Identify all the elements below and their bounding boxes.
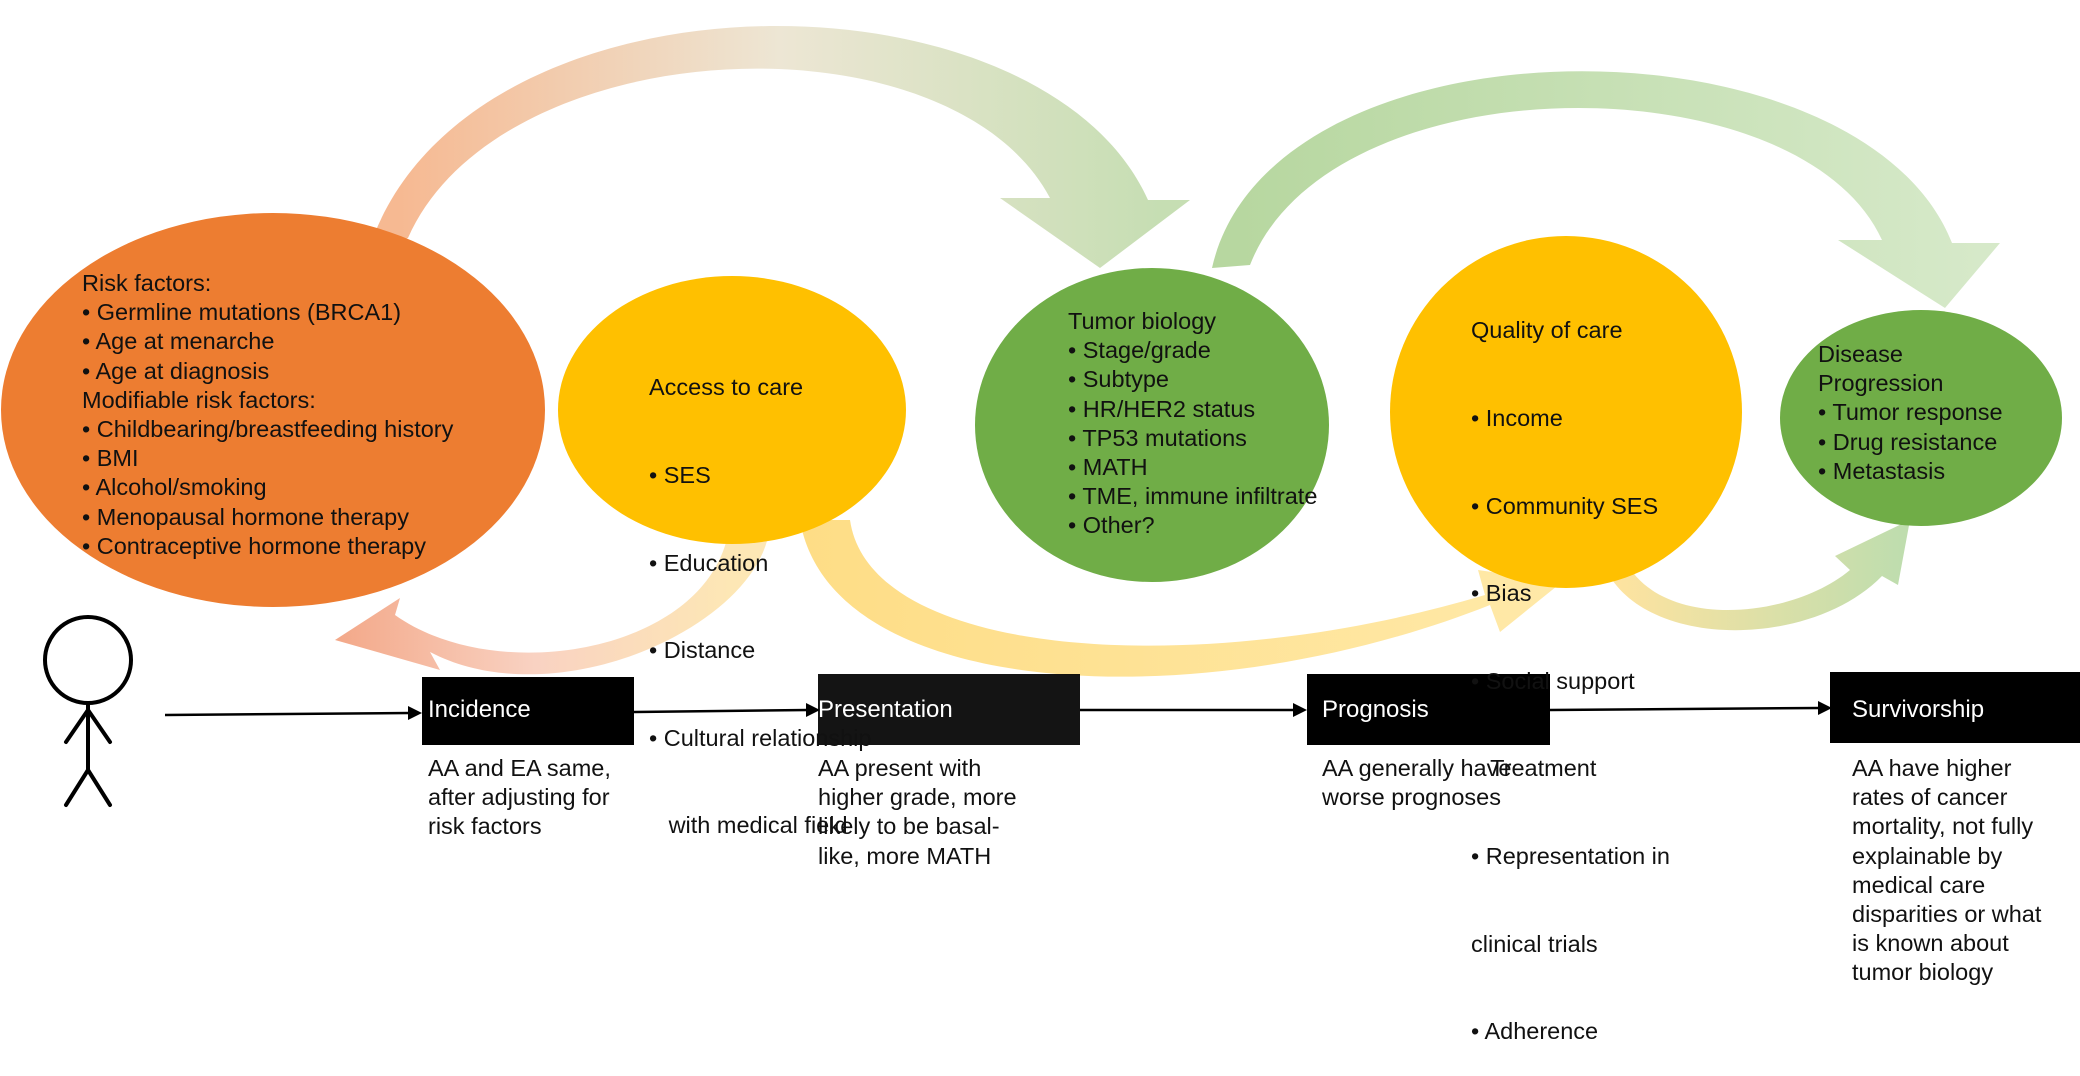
arc-arrow-quality-to-progression: [1604, 520, 1910, 631]
incidence-stage-box: [422, 677, 634, 745]
disease-progression-ellipse: [1780, 310, 2062, 526]
access-to-care-ellipse: [558, 276, 906, 544]
tumor-line: • MATH: [1068, 454, 1148, 481]
description-line: AA and EA same,: [428, 755, 611, 781]
risk-line: • Age at menarche: [82, 328, 275, 355]
description-line: like, more MATH: [818, 842, 992, 869]
disease-progression-text: Disease Progression • Tumor response • D…: [1818, 340, 2003, 486]
description-line: rates of cancer: [1852, 784, 2008, 811]
access-line: Access to care: [649, 374, 804, 401]
progression-line: • Metastasis: [1818, 457, 1946, 484]
description-line: higher grade, more: [818, 784, 1017, 811]
curved-arrows: [335, 26, 2000, 677]
risk-line: • Germline mutations (BRCA1): [82, 299, 402, 326]
description-line: tumor biology: [1852, 959, 1994, 986]
presentation-description: AA present with higher grade, more likel…: [818, 754, 1017, 871]
person-icon: [43, 615, 133, 807]
quality-line: Treatment: [1471, 755, 1597, 782]
quality-line: • Representation in: [1471, 843, 1670, 870]
tumor-line: • Other?: [1068, 512, 1155, 539]
tumor-line: Tumor biology: [1068, 308, 1217, 334]
tumor-biology-ellipse: [975, 268, 1329, 582]
quality-line: • Community SES: [1471, 492, 1659, 519]
risk-line: • Alcohol/smoking: [82, 474, 267, 501]
description-line: likely to be basal-: [818, 813, 1000, 840]
description-line: worse prognoses: [1322, 784, 1501, 811]
prognosis-stage-box: [1307, 674, 1550, 745]
arc-arrow-risk-to-tumor: [368, 26, 1190, 268]
progression-line: • Tumor response: [1818, 399, 2003, 426]
presentation-label: Presentation: [818, 696, 953, 723]
disparities-diagram: [1, 26, 2080, 807]
risk-line: • Age at diagnosis: [82, 357, 270, 384]
risk-line: • BMI: [82, 445, 139, 472]
access-line: • SES: [649, 462, 711, 489]
prognosis-description: AA generally have worse prognoses: [1322, 754, 1511, 812]
timeline-arrows: [164, 701, 1832, 720]
risk-line: • Menopausal hormone therapy: [82, 503, 409, 530]
prognosis-label: Prognosis: [1322, 696, 1429, 723]
tumor-line: • HR/HER2 status: [1068, 395, 1256, 422]
risk-factors-ellipse: [1, 213, 545, 607]
quality-line: Quality of care: [1471, 317, 1623, 344]
description-line: AA present with: [818, 755, 982, 781]
description-line: AA generally have: [1322, 755, 1512, 781]
quality-line: • Adherence: [1471, 1018, 1599, 1045]
incidence-label: Incidence: [428, 696, 531, 723]
incidence-description: AA and EA same, after adjusting for risk…: [428, 754, 611, 842]
description-line: explainable by: [1852, 842, 2003, 869]
tumor-biology-text: Tumor biology • Stage/grade • Subtype • …: [1068, 307, 1317, 541]
description-line: disparities or what: [1852, 901, 2042, 928]
progression-line: • Drug resistance: [1818, 428, 1998, 455]
description-line: is known about: [1852, 930, 2009, 957]
access-to-care-text: Access to care • SES • Education • Dista…: [649, 315, 871, 870]
risk-line: • Contraceptive hormone therapy: [82, 532, 426, 559]
arc-arrow-access-to-quality: [800, 520, 1562, 677]
tumor-line: • Subtype: [1068, 366, 1169, 393]
quality-of-care-ellipse: [1390, 236, 1742, 588]
tumor-line: • Stage/grade: [1068, 337, 1211, 364]
quality-of-care-text: Quality of care • Income • Community SES…: [1471, 258, 1670, 1076]
quality-line: • Income: [1471, 405, 1563, 432]
survivorship-stage-box: [1830, 672, 2080, 743]
survivorship-description: AA have higher rates of cancer mortality…: [1852, 754, 2041, 988]
quality-line: • Social support: [1471, 667, 1635, 694]
access-line: • Education: [649, 549, 769, 576]
progression-line: Disease: [1818, 341, 1903, 367]
tumor-line: • TME, immune infiltrate: [1068, 483, 1318, 510]
progression-line: Progression: [1818, 370, 1944, 397]
quality-line: • Bias: [1471, 580, 1532, 607]
description-line: risk factors: [428, 813, 542, 840]
quality-line: clinical trials: [1471, 930, 1598, 957]
description-line: after adjusting for: [428, 784, 610, 811]
access-line: with medical field: [649, 812, 848, 839]
description-line: mortality, not fully: [1852, 813, 2034, 840]
survivorship-label: Survivorship: [1852, 696, 1985, 723]
risk-line: Risk factors:: [82, 270, 212, 296]
risk-line: Modifiable risk factors:: [82, 386, 316, 413]
description-line: AA have higher: [1852, 755, 2012, 781]
access-line: • Cultural relationship: [649, 724, 872, 751]
arc-arrow-tumor-to-progression: [1212, 71, 2000, 308]
risk-line: • Childbearing/breastfeeding history: [82, 416, 454, 443]
presentation-stage-box: [818, 674, 1080, 745]
tumor-line: • TP53 mutations: [1068, 424, 1247, 451]
risk-factors-text: Risk factors: • Germline mutations (BRCA…: [82, 269, 453, 561]
arc-arrow-access-to-risk: [335, 520, 770, 675]
description-line: medical care: [1852, 871, 1986, 898]
access-line: • Distance: [649, 637, 756, 664]
